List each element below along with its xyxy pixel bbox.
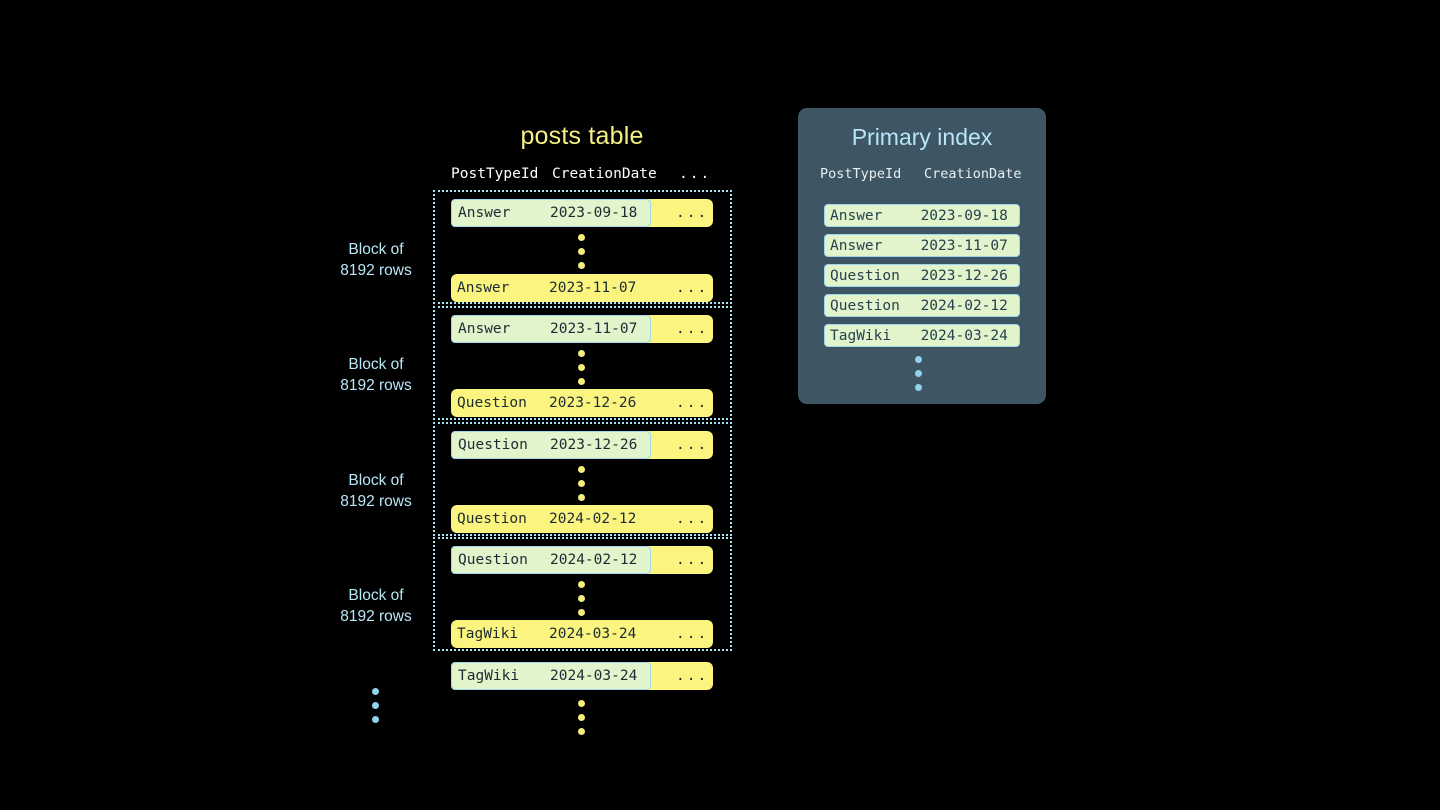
cell-creationdate: 2024-03-24 [549, 626, 637, 642]
cell-creationdate: 2023-12-26 [550, 437, 638, 453]
index-cell-posttypeid: Question [830, 267, 900, 284]
index-cell-creationdate: 2023-09-18 [920, 207, 1008, 224]
cell-more: ... [676, 626, 709, 642]
block-boundary-1 [433, 190, 732, 304]
primary-index-title: Primary index [851, 124, 993, 150]
index-cell-creationdate: 2023-11-07 [920, 237, 1008, 254]
index-cell-creationdate: 2023-12-26 [920, 267, 1008, 284]
cell-creationdate: 2023-11-07 [549, 280, 637, 296]
index-cell-creationdate: 2024-02-12 [920, 297, 1008, 314]
cell-creationdate: 2023-12-26 [549, 395, 637, 411]
vertical-ellipsis-icon [578, 350, 588, 392]
index-continue-ellipsis-icon [915, 356, 925, 398]
cell-posttypeid: Question [458, 437, 528, 453]
cell-creationdate: 2024-03-24 [550, 668, 638, 684]
cell-more: ... [676, 205, 709, 221]
index-column-header-posttypeid: PostTypeId [820, 166, 902, 182]
vertical-ellipsis-icon [578, 581, 588, 623]
cell-posttypeid: TagWiki [457, 626, 519, 642]
cell-posttypeid: Answer [457, 280, 510, 296]
block-label-2-line1: Block of [348, 356, 404, 373]
row-highlight-box: Question 2023-12-26 [451, 431, 651, 459]
vertical-ellipsis-icon [578, 466, 588, 508]
cell-posttypeid: Question [457, 395, 527, 411]
table-row[interactable]: Question 2023-12-26 ... [451, 389, 713, 417]
row-cells: TagWiki 2024-03-24 [451, 620, 651, 648]
index-cell-posttypeid: Answer [830, 237, 883, 254]
table-row[interactable]: TagWiki 2024-03-24 ... [451, 620, 713, 648]
table-row[interactable]: Answer 2023-11-07 ... [451, 274, 713, 302]
row-cells: Answer 2023-11-07 [451, 274, 651, 302]
table-row[interactable]: TagWiki 2024-03-24 ... [451, 662, 713, 690]
cell-creationdate: 2023-09-18 [550, 205, 638, 221]
block-label-4: Block of 8192 rows [311, 585, 441, 627]
cell-more: ... [676, 437, 709, 453]
block-label-4-line1: Block of [348, 587, 404, 604]
block-label-2-line2: 8192 rows [340, 377, 412, 394]
index-cell-posttypeid: Question [830, 297, 900, 314]
index-row[interactable]: Answer 2023-11-07 [824, 234, 1020, 257]
block-label-4-line2: 8192 rows [340, 608, 412, 625]
cell-more: ... [676, 552, 709, 568]
cell-creationdate: 2024-02-12 [550, 552, 638, 568]
cell-more: ... [676, 280, 709, 296]
column-header-posttypeid: PostTypeId [451, 166, 539, 182]
index-row[interactable]: TagWiki 2024-03-24 [824, 324, 1020, 347]
cell-posttypeid: TagWiki [458, 668, 520, 684]
cell-posttypeid: Question [457, 511, 527, 527]
table-row[interactable]: Question 2023-12-26 ... [451, 431, 713, 459]
index-row[interactable]: Question 2024-02-12 [824, 294, 1020, 317]
primary-index-panel: Primary index PostTypeId CreationDate An… [798, 108, 1046, 404]
row-highlight-box: Answer 2023-11-07 [451, 315, 651, 343]
row-highlight-box: Question 2024-02-12 [451, 546, 651, 574]
cell-more: ... [676, 511, 709, 527]
primary-index-column-headers: PostTypeId CreationDate [798, 166, 1046, 186]
table-row[interactable]: Question 2024-02-12 ... [451, 546, 713, 574]
block-label-3-line2: 8192 rows [340, 493, 412, 510]
cell-posttypeid: Question [458, 552, 528, 568]
vertical-ellipsis-icon [578, 700, 588, 742]
block-label-1: Block of 8192 rows [311, 239, 441, 281]
index-row[interactable]: Question 2023-12-26 [824, 264, 1020, 287]
block-label-3: Block of 8192 rows [311, 470, 441, 512]
table-row[interactable]: Answer 2023-11-07 ... [451, 315, 713, 343]
cell-more: ... [676, 668, 709, 684]
row-highlight-box: Answer 2023-09-18 [451, 199, 651, 227]
index-row[interactable]: Answer 2023-09-18 [824, 204, 1020, 227]
cell-posttypeid: Answer [458, 205, 511, 221]
blocks-continue-ellipsis-icon [372, 688, 382, 730]
index-column-header-creationdate: CreationDate [924, 166, 1022, 182]
block-boundary-4 [433, 537, 732, 651]
cell-more: ... [676, 321, 709, 337]
cell-posttypeid: Answer [458, 321, 511, 337]
row-highlight-box: TagWiki 2024-03-24 [451, 662, 651, 690]
cell-creationdate: 2023-11-07 [550, 321, 638, 337]
vertical-ellipsis-icon [578, 234, 588, 276]
posts-table-diagram: posts table PostTypeId CreationDate ... … [311, 122, 733, 742]
cell-more: ... [676, 395, 709, 411]
row-cells: Question 2024-02-12 [451, 505, 651, 533]
posts-table-column-headers: PostTypeId CreationDate ... [433, 166, 733, 186]
block-boundary-2 [433, 306, 732, 420]
column-header-creationdate: CreationDate [552, 166, 657, 182]
column-header-more: ... [679, 166, 712, 182]
block-label-3-line1: Block of [348, 472, 404, 489]
table-row[interactable]: Question 2024-02-12 ... [451, 505, 713, 533]
index-cell-creationdate: 2024-03-24 [920, 327, 1008, 344]
block-boundary-3 [433, 422, 732, 536]
block-label-2: Block of 8192 rows [311, 354, 441, 396]
table-row[interactable]: Answer 2023-09-18 ... [451, 199, 713, 227]
index-cell-posttypeid: TagWiki [830, 327, 892, 344]
block-label-1-line2: 8192 rows [340, 262, 412, 279]
posts-table-title: posts table [520, 122, 644, 150]
index-cell-posttypeid: Answer [830, 207, 883, 224]
cell-creationdate: 2024-02-12 [549, 511, 637, 527]
block-label-1-line1: Block of [348, 241, 404, 258]
row-cells: Question 2023-12-26 [451, 389, 651, 417]
